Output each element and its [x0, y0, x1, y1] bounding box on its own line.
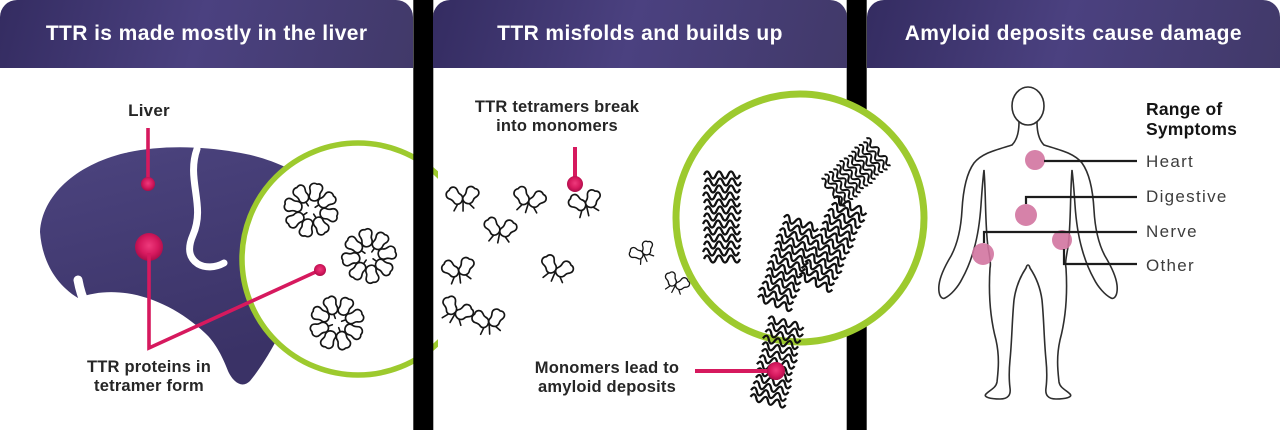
break-pointer-dot	[567, 176, 583, 192]
other-connector-line	[1062, 249, 1137, 266]
deposit-pointer-dot	[767, 362, 785, 380]
digestive-marker-dot	[1015, 204, 1037, 226]
liver-label: Liver	[128, 101, 170, 120]
monomer-icon	[480, 215, 519, 245]
body-head	[1011, 86, 1045, 126]
heart-marker-dot	[1025, 150, 1045, 170]
panel3-header: Amyloid deposits cause damage	[866, 0, 1280, 68]
tetramer-pointer-line	[147, 253, 321, 351]
panel2-graphics	[434, 90, 928, 408]
tetramer-zoom-dot	[314, 264, 326, 276]
monomer-icon	[509, 183, 550, 216]
symptom-digestive-label: Digestive	[1146, 187, 1228, 206]
panel3-graphics	[938, 86, 1137, 400]
panel1-graphics	[40, 128, 438, 385]
tetramers-break-label: TTR tetramers break into monomers	[474, 98, 640, 136]
tetramer-form-label: TTR proteins in tetramer form	[87, 358, 211, 396]
nerve-connector-line	[982, 230, 1137, 243]
monomer-icon	[625, 236, 660, 268]
liver-notch-line	[73, 275, 149, 352]
panel2-title: TTR misfolds and builds up	[497, 22, 783, 45]
nerve-marker-dot	[972, 243, 994, 265]
panel2-header: TTR misfolds and builds up	[433, 0, 847, 68]
symptom-nerve-label: Nerve	[1146, 222, 1198, 241]
amyloid-deposits-label: Monomers lead to amyloid deposits	[534, 359, 680, 397]
panel3-title: Amyloid deposits cause damage	[904, 22, 1242, 45]
symptom-other-label: Other	[1146, 256, 1196, 275]
monomer-icon	[434, 291, 478, 330]
other-marker-dot	[1052, 230, 1072, 250]
range-of-symptoms-label: Range of Symptoms	[1146, 99, 1238, 140]
monomer-icon	[535, 251, 578, 287]
liver-silhouette-icon	[40, 147, 319, 385]
divider-bar-1	[413, 0, 434, 430]
tetramer-source-dot	[135, 233, 163, 261]
monomer-icon	[469, 305, 509, 336]
liver-pointer-dot	[141, 177, 155, 191]
digestive-connector-line	[1024, 195, 1137, 204]
monomer-icon	[443, 183, 481, 212]
monomer-icon	[438, 253, 479, 286]
panel1-header: TTR is made mostly in the liver	[0, 0, 414, 68]
symptom-heart-label: Heart	[1146, 152, 1195, 171]
symptom-connector-lines	[982, 159, 1137, 266]
panel1-title: TTR is made mostly in the liver	[45, 22, 368, 45]
liver-vessel-line	[186, 145, 228, 271]
